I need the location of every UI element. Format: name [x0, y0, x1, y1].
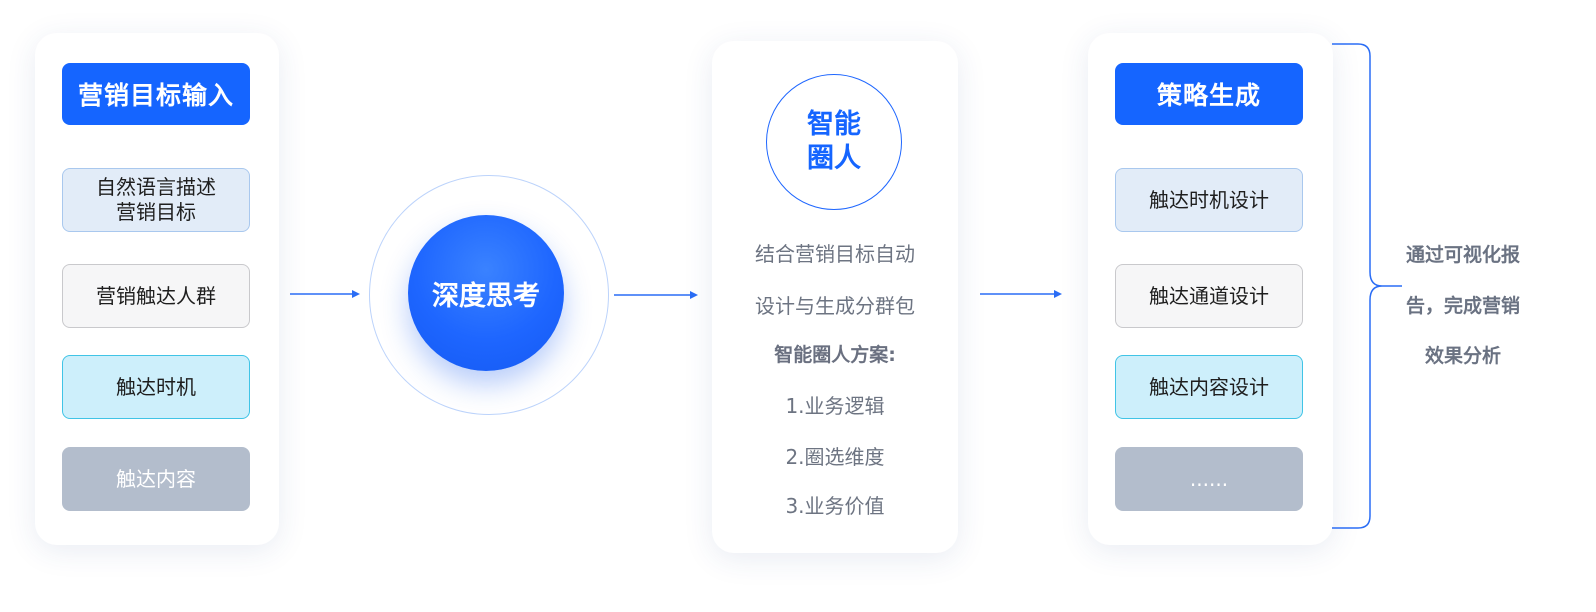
arrow-input-to-thinking: [290, 288, 360, 300]
item-natural-language-goal: 自然语言描述 营销目标: [62, 168, 250, 232]
smart-plan-item-1: 1.业务逻辑: [785, 394, 885, 418]
smart-plan-item-2: 2.圈选维度: [785, 445, 885, 469]
smart-plan-title: 智能圈人方案:: [774, 344, 896, 366]
summary-line3: 效果分析: [1424, 345, 1501, 367]
item-target-audience: 营销触达人群: [62, 264, 250, 328]
strategy-item-content-design: 触达内容设计: [1115, 355, 1303, 419]
arrow-thinking-to-smart: [614, 289, 698, 301]
arrow-smart-to-strategy: [980, 288, 1062, 300]
strategy-item-timing-design: 触达时机设计: [1115, 168, 1303, 232]
item-natural-language-line2: 营销目标: [116, 200, 196, 224]
smart-desc-line1: 结合营销目标自动: [755, 242, 915, 266]
input-panel-header: 营销目标输入: [62, 63, 250, 125]
strategy-panel: 策略生成 触达时机设计 触达通道设计 触达内容设计 ......: [1088, 33, 1333, 545]
smart-badge-line2: 圈人: [807, 143, 861, 174]
item-touch-timing: 触达时机: [62, 355, 250, 419]
summary-bracket: [1330, 42, 1410, 538]
strategy-panel-header: 策略生成: [1115, 63, 1303, 125]
summary-line1: 通过可视化报: [1405, 244, 1520, 266]
summary-line2: 告，完成营销: [1405, 295, 1520, 317]
input-panel: 营销目标输入 自然语言描述 营销目标 营销触达人群 触达时机 触达内容: [35, 33, 279, 545]
item-touch-content: 触达内容: [62, 447, 250, 511]
strategy-item-more: ......: [1115, 447, 1303, 511]
smart-plan-item-3: 3.业务价值: [785, 494, 885, 518]
smart-audience-badge: 智能 圈人: [766, 74, 902, 210]
smart-audience-panel: 智能 圈人 结合营销目标自动 设计与生成分群包 智能圈人方案: 1.业务逻辑 2…: [712, 41, 958, 553]
thinking-node: 深度思考: [408, 215, 564, 371]
smart-badge-line1: 智能: [807, 109, 861, 140]
item-natural-language-line1: 自然语言描述: [96, 175, 216, 199]
smart-desc-line2: 设计与生成分群包: [755, 294, 915, 318]
strategy-item-channel-design: 触达通道设计: [1115, 264, 1303, 328]
item-natural-language-goal-text: 自然语言描述 营销目标: [96, 175, 216, 225]
